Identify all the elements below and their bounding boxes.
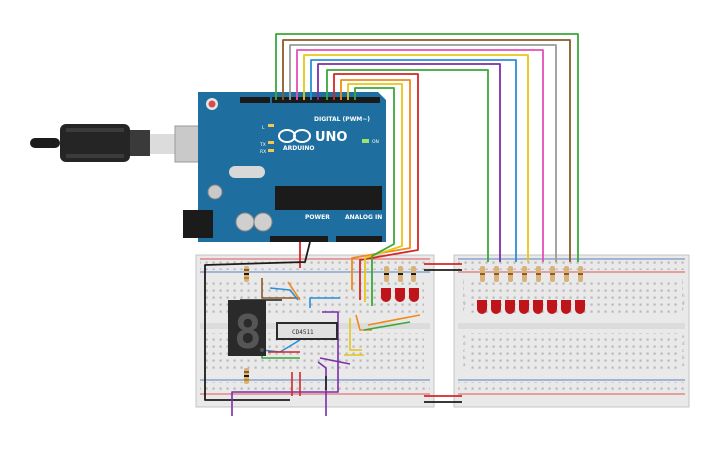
breadboard-right [453,254,690,408]
row-letter-a-right: a [682,362,685,367]
cd4511-chip: CD4511 [276,322,338,340]
row-letter-d-right: d [682,341,685,346]
tx-label: TX [259,142,266,148]
row-letter-j-right: j [681,279,683,284]
reset-button[interactable] [208,100,216,108]
crystal [229,166,265,178]
analog-header [336,236,382,242]
display-digit: 8 [234,305,262,359]
row-letter-a-left: a [463,362,466,367]
row-letter-c-left: c [463,348,465,353]
arduino-logo-text: ARDUINO [283,145,314,152]
seven-segment-display: 8 [228,300,266,359]
row-letter-g-left: g [463,300,466,305]
row-letter-e-right: e [682,334,685,339]
board-model-label: UNO [315,130,348,145]
rx-label: RX [260,149,266,155]
power-label: POWER [305,214,330,221]
l-led-label: L [262,125,265,131]
row-letter-g-right: g [682,300,685,305]
digital-header [272,97,380,103]
row-letter-c-right: c [682,348,684,353]
row-letter-b-left: b [463,355,466,360]
analog-label: ANALOG IN [345,214,382,221]
row-letter-h-right: h [682,293,685,298]
row-letter-f-right: f [682,307,684,312]
row-letter-d-left: d [463,341,466,346]
chip-wiring [231,278,421,416]
usb-cable [30,124,212,163]
digital-label: DIGITAL (PWM~) [314,116,370,123]
arduino-uno-board[interactable]: DIGITAL (PWM~) ARDUINO UNO L TX RX ON PO… [183,92,386,242]
row-letter-e-left: e [463,334,466,339]
row-letter-j-left: j [462,279,464,284]
row-letter-i-right: i [682,286,683,291]
leds-right [477,300,585,314]
rail-jumpers [424,263,462,403]
resistors-left [244,266,416,384]
atmega-chip [275,186,382,210]
arduino-logo-icon [278,129,311,143]
row-letter-f-left: f [463,307,465,312]
leds-left [381,288,419,302]
row-letter-i-left: i [463,286,464,291]
wires-to-right-board [275,33,579,262]
row-letter-b-right: b [682,355,685,360]
wires-to-left-board [204,73,419,401]
row-letter-h-left: h [463,293,466,298]
resistors-right [480,266,583,282]
on-label: ON [372,139,379,145]
power-header [270,236,328,242]
chip-label: CD4511 [292,329,314,336]
